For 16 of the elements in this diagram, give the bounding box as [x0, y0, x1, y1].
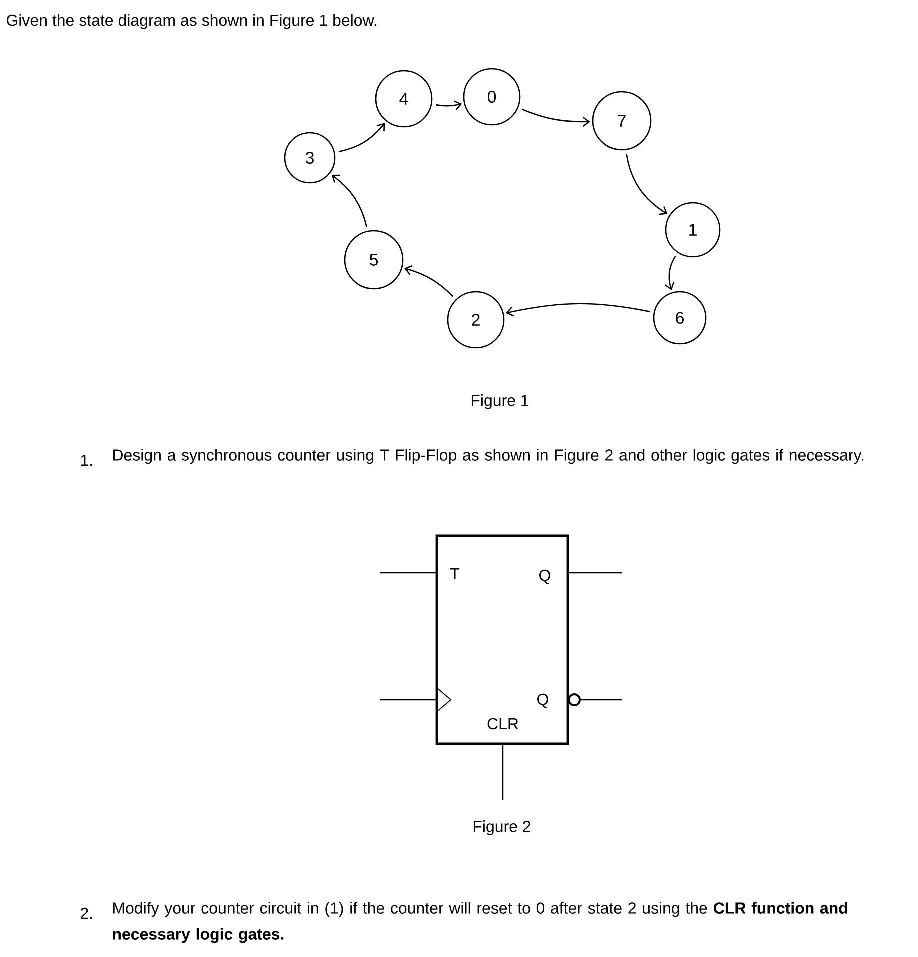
question-text: Modify your counter circuit in (1) if the counter will reset to 0 after state 2 using the CLR function and necessary logic gates. [113, 902, 848, 944]
item-number: 1. [81, 455, 92, 466]
heading-text: Given the state diagram as shown in Figure 1 below. [7, 14, 376, 30]
figure-caption: Figure 1 [472, 394, 529, 410]
arrow [404, 265, 454, 298]
arrow [338, 123, 386, 152]
item-number: 2. [81, 908, 92, 919]
arrow [626, 154, 668, 216]
arrow [522, 108, 590, 128]
flip-flop-box: T Q Q CLR [436, 534, 581, 746]
arrow [506, 303, 650, 317]
arrow [436, 100, 462, 110]
question-text: Design a synchronous counter using T Flip-Flop as shown in Figure 2 and other logic gates if necessary. [114, 449, 864, 464]
figure-caption: Figure 2 [474, 820, 531, 836]
arrow [665, 256, 676, 291]
arrow [332, 174, 368, 228]
